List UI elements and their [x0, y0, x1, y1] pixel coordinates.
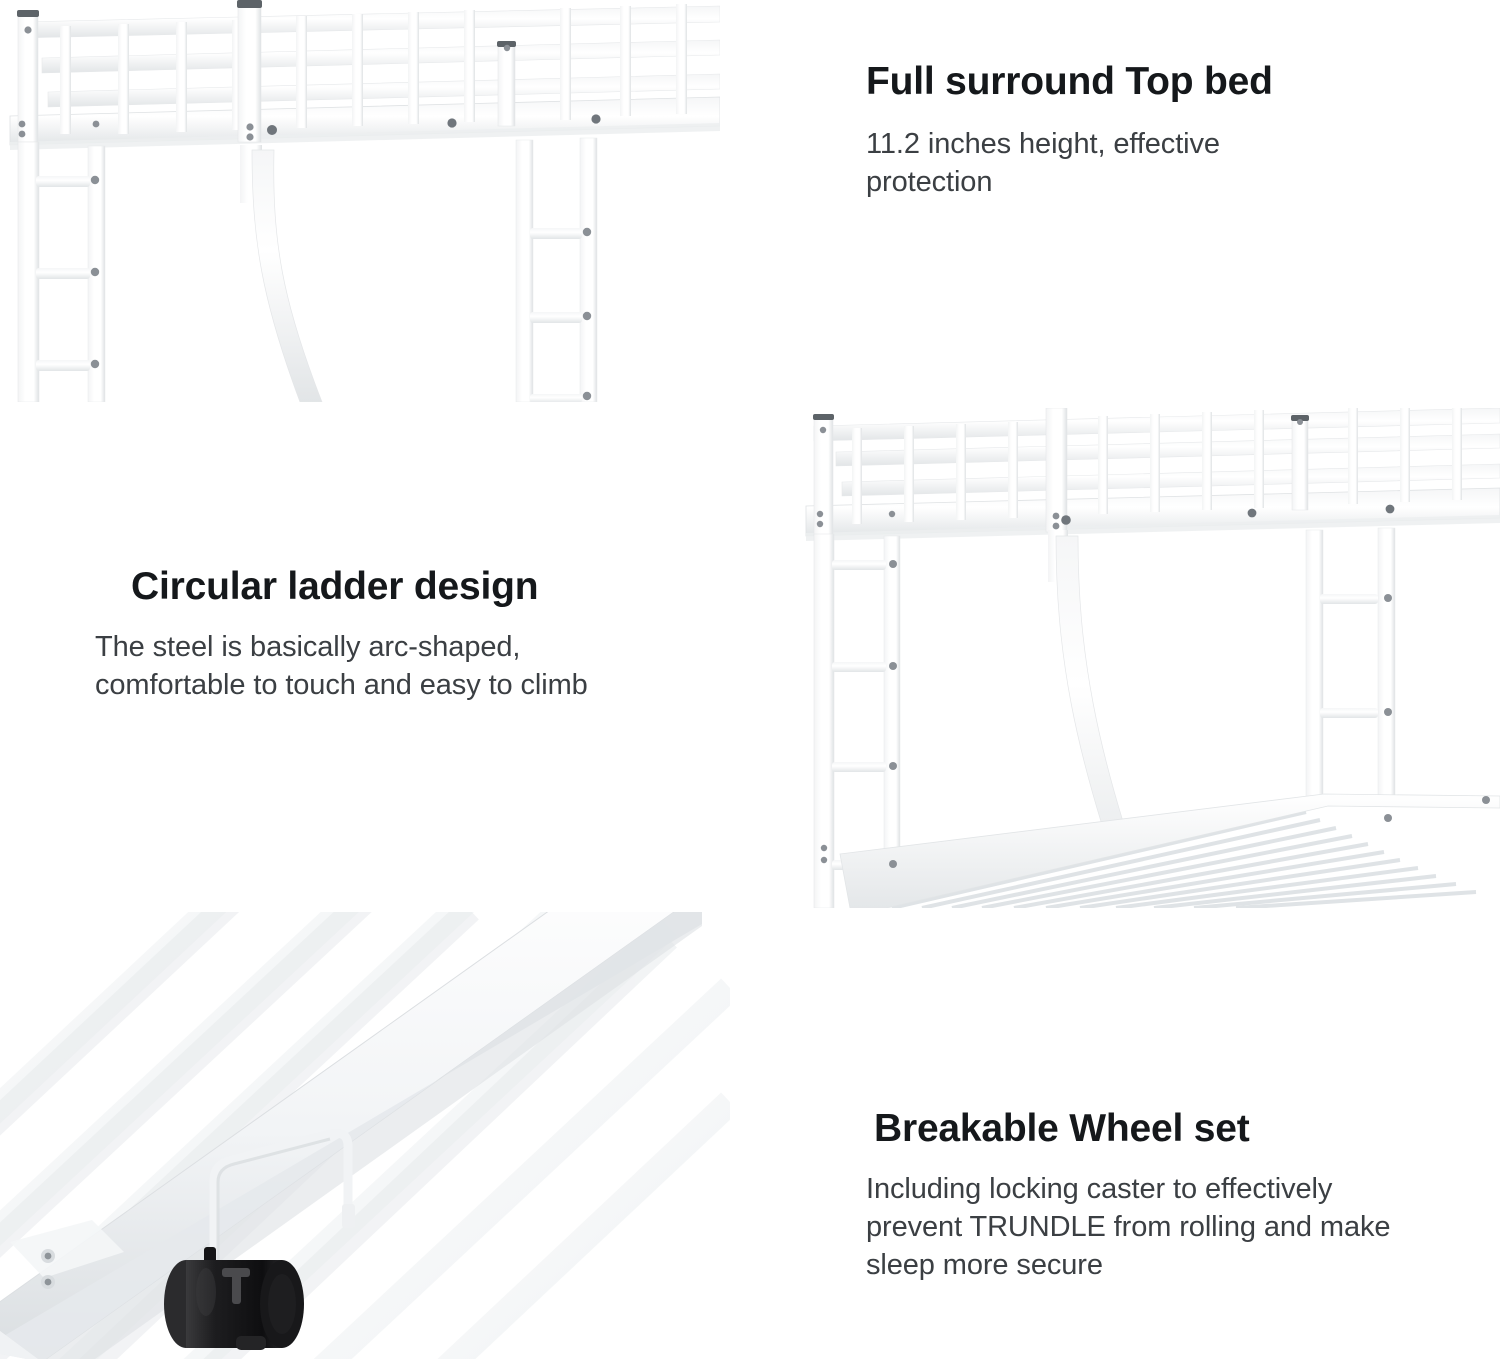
feature-heading: Full surround Top bed: [866, 60, 1273, 103]
feature-body: 11.2 inches height, effective protection: [866, 128, 1220, 198]
bunk-bed-curved-ladder-illustration: [805, 408, 1500, 908]
bunk-bed-top-guardrail-illustration: [9, 0, 720, 402]
feature-heading: Circular ladder design: [131, 565, 539, 608]
feature-body: Including locking caster to effectively …: [866, 1173, 1391, 1281]
caster-wheel: [164, 1247, 304, 1350]
feature-text-circular-ladder-design: Circular ladder design The steel is basi…: [95, 562, 675, 704]
bunk-bed-top-guardrail-photo: [0, 0, 720, 402]
trundle-slats-caster-photo: [0, 912, 730, 1359]
feature-text-breakable-wheel-set: Breakable Wheel set Including locking ca…: [866, 1104, 1436, 1284]
feature-body: The steel is basically arc-shaped, comfo…: [95, 631, 588, 701]
feature-text-full-surround-top-bed: Full surround Top bed 11.2 inches height…: [866, 57, 1426, 201]
feature-heading: Breakable Wheel set: [874, 1107, 1250, 1150]
trundle-slats-caster-illustration: [0, 912, 730, 1359]
bunk-bed-curved-ladder-photo: [800, 408, 1500, 908]
